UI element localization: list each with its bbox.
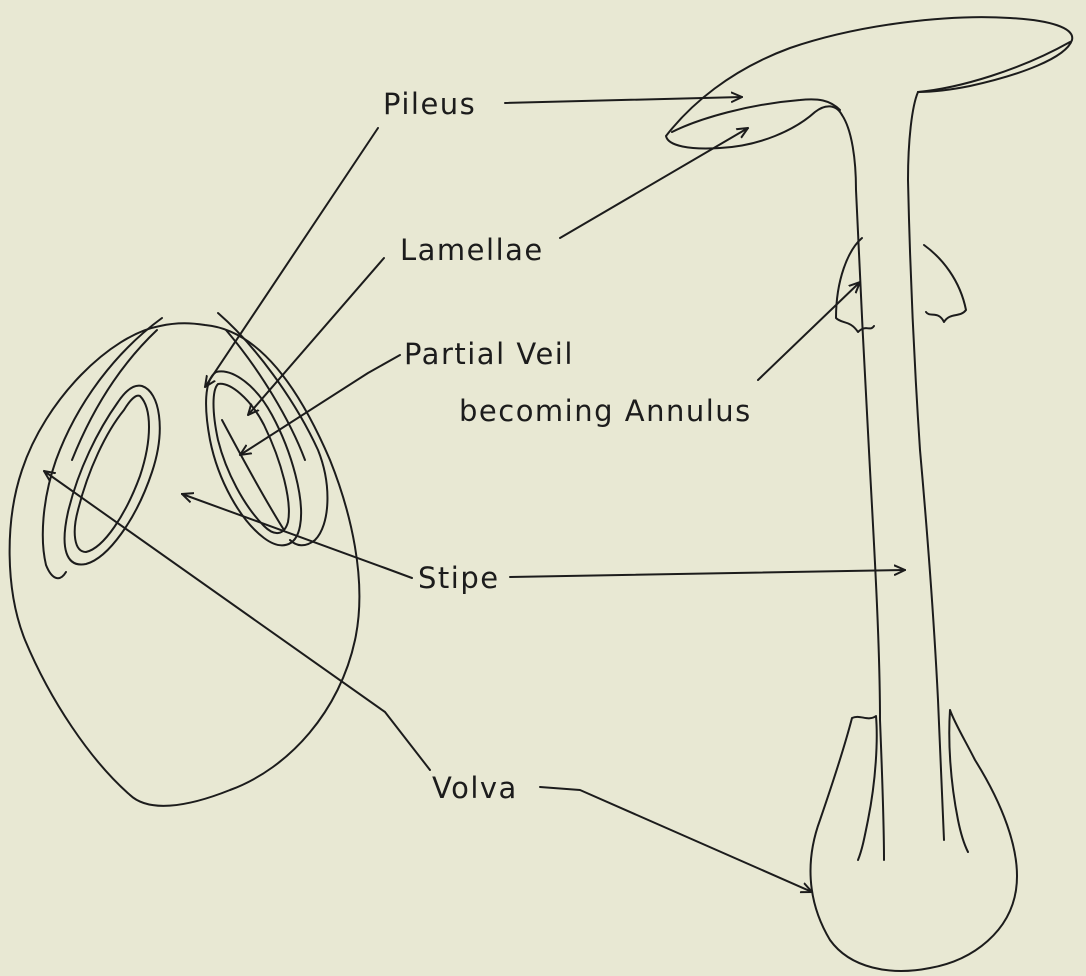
mature-lamellae-left bbox=[672, 99, 840, 132]
mature-volva bbox=[811, 710, 1017, 971]
label-lamellae: Lamellae bbox=[400, 233, 544, 267]
button-left-veil-horn bbox=[43, 318, 162, 578]
lamellae-arrow-right bbox=[560, 128, 748, 238]
mature-mushroom bbox=[666, 17, 1072, 971]
stipe-arrow-left bbox=[182, 494, 412, 578]
mature-stipe bbox=[842, 92, 944, 860]
button-stage-section bbox=[10, 313, 360, 806]
button-right-gill-inner bbox=[214, 384, 289, 533]
label-volva: Volva bbox=[432, 771, 518, 805]
label-pileus: Pileus bbox=[383, 87, 476, 121]
volva-arrow-right bbox=[540, 787, 812, 892]
lamellae-arrow-left bbox=[248, 258, 384, 415]
label-becoming-annulus: becoming Annulus bbox=[459, 394, 752, 428]
button-left-gill-inner bbox=[75, 396, 149, 552]
volva-arrow-left bbox=[44, 471, 430, 770]
label-partial-veil: Partial Veil bbox=[404, 337, 574, 371]
annulus-arrow-right bbox=[758, 282, 860, 380]
stipe-arrow-right bbox=[510, 570, 905, 577]
label-stipe: Stipe bbox=[418, 561, 500, 595]
mature-pileus bbox=[666, 17, 1072, 148]
pileus-arrow-left bbox=[205, 128, 378, 387]
button-volva-outline bbox=[10, 323, 360, 806]
labels: Pileus Lamellae Partial Veil becoming An… bbox=[383, 87, 752, 805]
pileus-arrow-right bbox=[505, 97, 742, 103]
mature-lamellae-right bbox=[918, 42, 1070, 92]
